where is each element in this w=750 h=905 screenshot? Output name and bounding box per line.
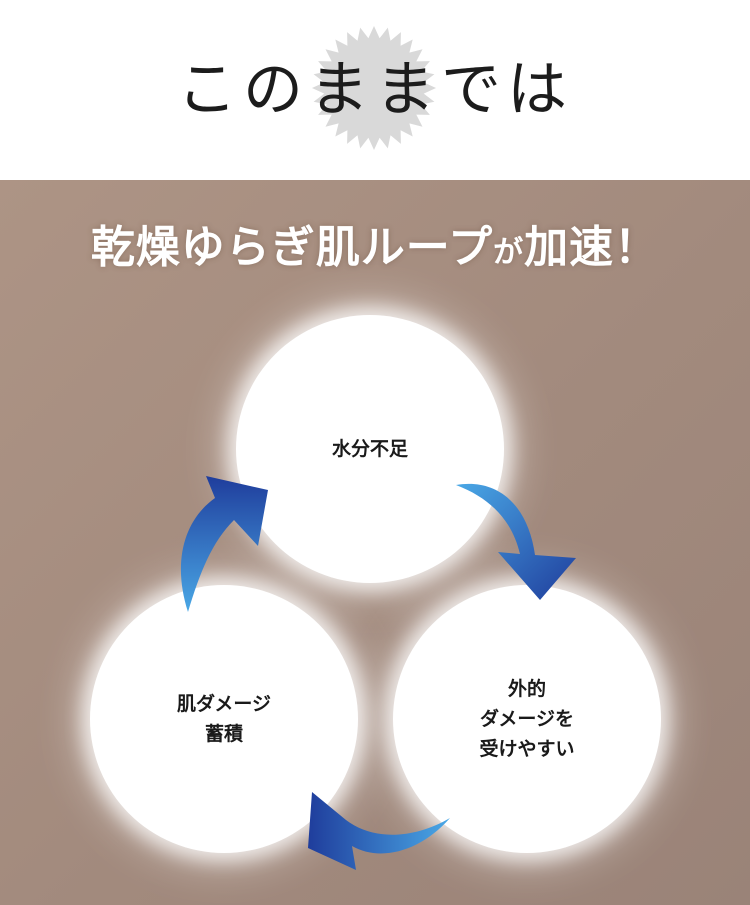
arrow-top-to-right-icon: [456, 483, 576, 600]
headline-main: 乾燥ゆらぎ肌ループ: [90, 222, 494, 273]
arrow-right-to-left-icon: [308, 792, 450, 870]
cycle-circle-external-damage: 外的 ダメージを 受けやすい: [393, 585, 661, 853]
loop-headline: 乾燥ゆらぎ肌ループが加速！: [0, 218, 750, 283]
cycle-label-left: 肌ダメージ 蓄積: [176, 693, 272, 745]
headline-particle: が: [493, 235, 525, 270]
headline-tail: 加速！: [524, 222, 660, 273]
cycle-arrows: [180, 476, 576, 870]
arrow-left-to-top-icon: [180, 476, 268, 612]
header-title: このままでは: [177, 55, 573, 125]
cycle-circle-water-shortage: 水分不足: [236, 315, 504, 583]
loop-panel: 乾燥ゆらぎ肌ループが加速！ 水分不足 外的 ダメージを 受けやすい 肌ダメージ …: [0, 180, 750, 905]
cycle-label-top: 水分不足: [331, 438, 408, 460]
starburst-icon: [312, 26, 436, 150]
cycle-label-right: 外的 ダメージを 受けやすい: [479, 678, 575, 760]
header-section: このままでは: [0, 0, 750, 180]
